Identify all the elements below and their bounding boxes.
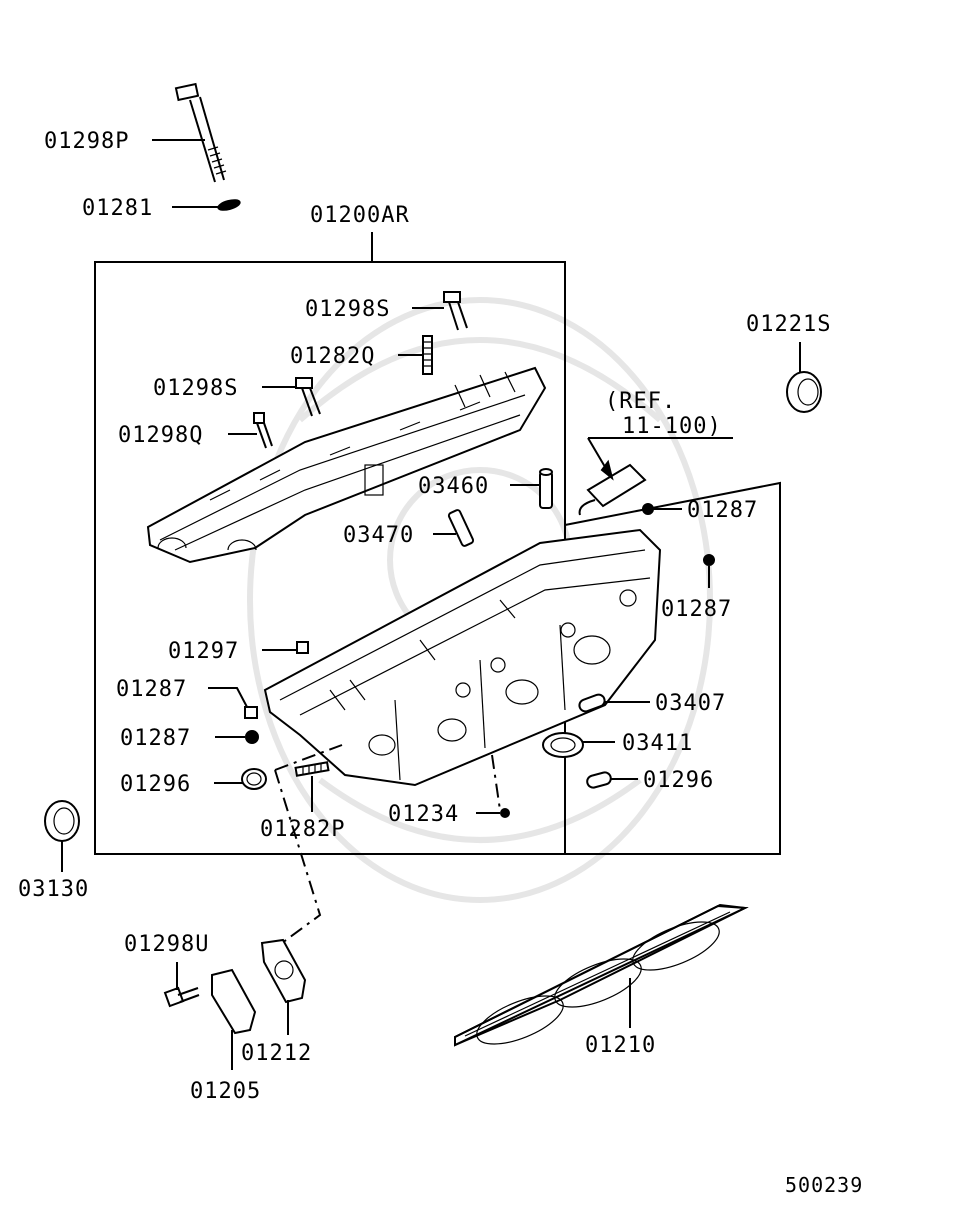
plug-01297-icon bbox=[296, 641, 309, 654]
plug-01287-left-top-icon bbox=[244, 706, 258, 719]
cylinder-head-icon bbox=[263, 528, 662, 787]
ring-01296-left-icon bbox=[241, 768, 267, 790]
bolt-01298s-upper-icon bbox=[443, 291, 468, 331]
bolt-01298u-icon bbox=[163, 986, 200, 1008]
diagram-number: 500239 bbox=[785, 1173, 863, 1197]
label-01281: 01281 bbox=[82, 196, 153, 221]
label-01298s-upper: 01298S bbox=[305, 297, 390, 322]
seal-03407-icon bbox=[578, 693, 606, 713]
seal-01221s-icon bbox=[786, 371, 822, 413]
plug-01287-right-icon bbox=[703, 554, 715, 566]
label-01210: 01210 bbox=[585, 1033, 656, 1058]
label-01298u: 01298U bbox=[124, 932, 209, 957]
label-01200ar: 01200AR bbox=[310, 203, 410, 228]
label-01282q: 01282Q bbox=[290, 344, 375, 369]
plate-01205-icon bbox=[211, 968, 257, 1035]
leader-lines bbox=[61, 139, 801, 1070]
ring-01296-right-icon bbox=[586, 771, 612, 789]
label-03411: 03411 bbox=[622, 731, 693, 756]
bolt-01298s-lower-icon bbox=[295, 377, 321, 417]
label-01298q: 01298Q bbox=[118, 423, 203, 448]
label-01298s-lower: 01298S bbox=[153, 376, 238, 401]
label-ref-line1: (REF. bbox=[605, 389, 676, 414]
part-labels: 01298P 01281 01200AR 01298S 01282Q 01298… bbox=[18, 129, 863, 1197]
label-01287-left-top: 01287 bbox=[116, 677, 187, 702]
label-01205: 01205 bbox=[190, 1079, 261, 1104]
label-03130: 03130 bbox=[18, 877, 89, 902]
label-01287-right-top: 01287 bbox=[687, 498, 758, 523]
seal-03411-icon bbox=[542, 732, 584, 758]
camshaft-carrier-icon bbox=[146, 366, 547, 564]
label-01296-right: 01296 bbox=[643, 768, 714, 793]
seal-03130-icon bbox=[44, 800, 80, 842]
gasket-01212-icon bbox=[260, 938, 307, 1004]
label-01287-left: 01287 bbox=[120, 726, 191, 751]
label-03407: 03407 bbox=[655, 691, 726, 716]
label-01212: 01212 bbox=[241, 1041, 312, 1066]
label-01297: 01297 bbox=[168, 639, 239, 664]
plug-01287-right-top-icon bbox=[642, 503, 654, 515]
plug-01234-icon bbox=[500, 808, 510, 818]
label-01287-right: 01287 bbox=[661, 597, 732, 622]
label-01298p: 01298P bbox=[44, 129, 129, 154]
washer-01281-icon bbox=[217, 199, 241, 211]
lifter-03460-icon bbox=[539, 468, 553, 509]
label-01234: 01234 bbox=[388, 802, 459, 827]
bolt-01298p-icon bbox=[174, 82, 227, 183]
label-ref-line2: 11-100) bbox=[622, 414, 722, 439]
ref-part-icon bbox=[578, 437, 647, 516]
label-01282p: 01282P bbox=[260, 817, 345, 842]
label-03460: 03460 bbox=[418, 474, 489, 499]
stud-01282q-icon bbox=[422, 335, 433, 375]
head-gasket-01210-icon bbox=[454, 903, 749, 1047]
label-01296-left: 01296 bbox=[120, 772, 191, 797]
stud-01282p-icon bbox=[294, 761, 330, 777]
pin-03470-icon bbox=[447, 509, 475, 547]
label-01221s: 01221S bbox=[746, 312, 831, 337]
label-03470: 03470 bbox=[343, 523, 414, 548]
dashed-connectors bbox=[274, 744, 501, 944]
bolt-01298q-icon bbox=[253, 412, 273, 449]
plug-01287-left-icon bbox=[245, 730, 259, 744]
